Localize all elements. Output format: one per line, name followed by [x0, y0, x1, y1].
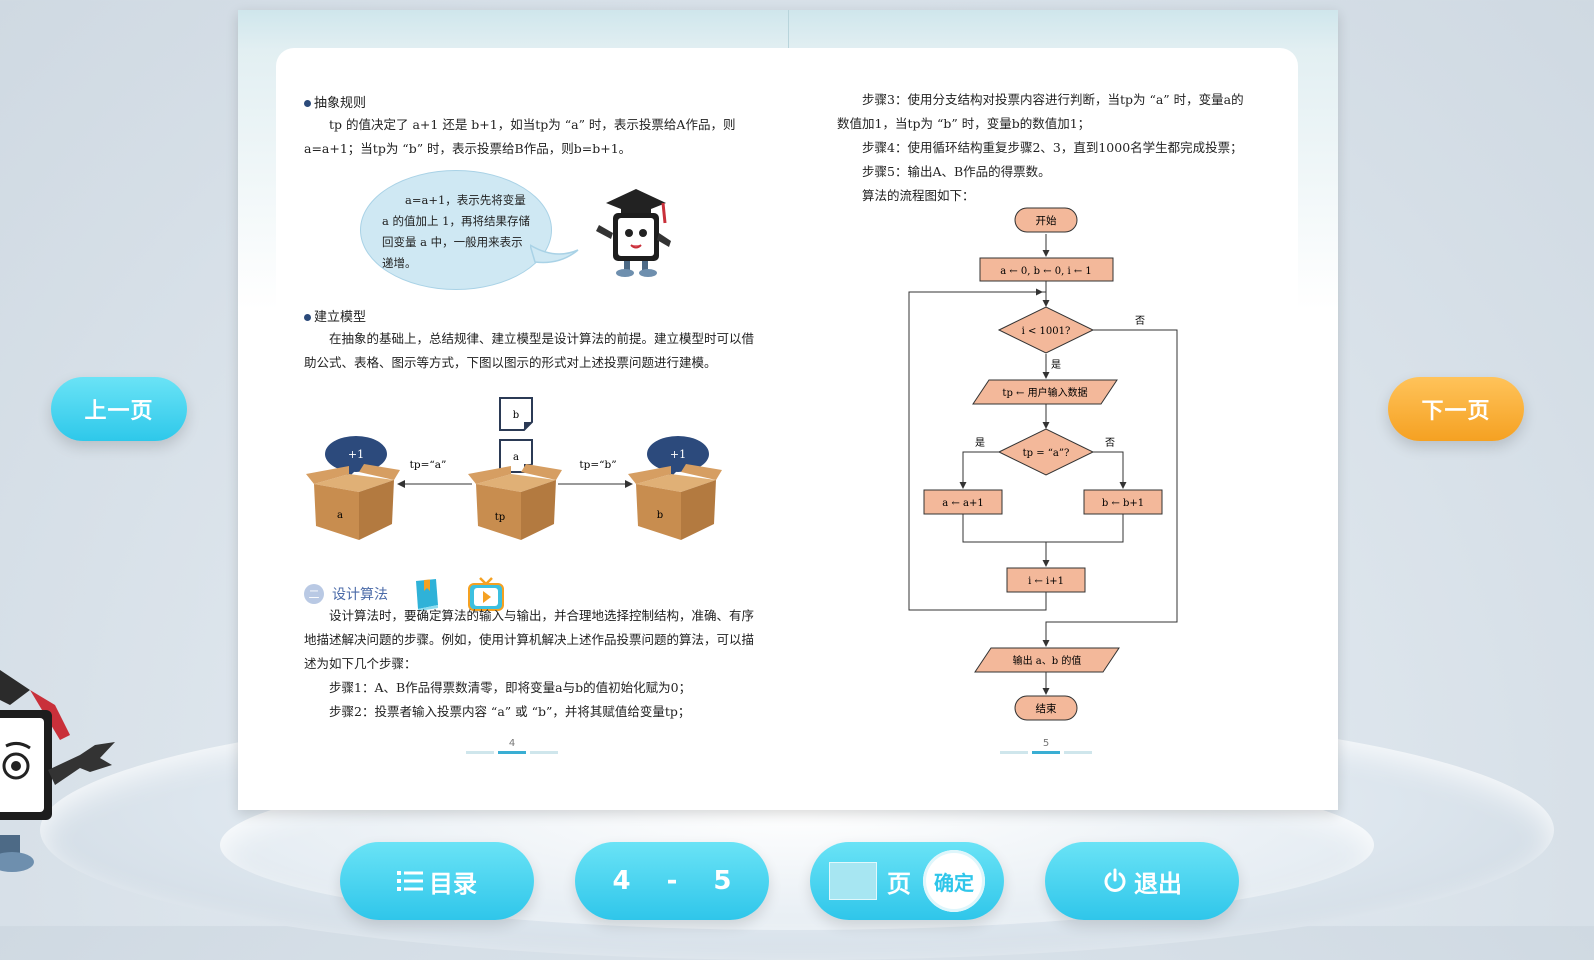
book-icon[interactable] — [410, 577, 444, 611]
step-1: 步骤1：A、B作品得票数清零，即将变量a与b的值初始化赋为0； — [329, 680, 692, 695]
section-design-algorithm: 二 设计算法 — [304, 576, 506, 612]
flow-start: 开始 — [1014, 207, 1078, 233]
svg-text:输出 a、b 的值: 输出 a、b 的值 — [1013, 654, 1082, 667]
box-tp-label: tp — [495, 512, 505, 523]
exit-button[interactable]: 退出 — [1045, 842, 1239, 920]
paragraph-abstract-rule: tp 的值决定了 a+1 还是 b+1，如当tp为 “a” 时，表示投票给A作品… — [304, 117, 736, 156]
paragraph-design-algorithm: 设计算法时，要确定算法的输入与输出，并合理地选择控制结构，准确、有序地描述解决问… — [304, 608, 755, 671]
flow-no-2: 否 — [1105, 437, 1115, 449]
section-title: 设计算法 — [332, 587, 388, 603]
box-b: +1 b — [628, 436, 722, 540]
flow-inc-b: b ← b+1 — [1083, 489, 1163, 515]
heading-build-model: 建立模型 — [304, 306, 754, 325]
svg-text:开始: 开始 — [1036, 214, 1058, 227]
range-separator: - — [666, 866, 678, 896]
toc-button[interactable]: 目录 — [340, 842, 534, 920]
paragraph-build-model: 在抽象的基础上，总结规律、建立模型是设计算法的前提。建立模型时可以借助公式、表格… — [304, 331, 755, 370]
svg-text:b ← b+1: b ← b+1 — [1102, 498, 1144, 509]
page-number-input[interactable] — [829, 862, 877, 900]
flow-inc-a: a ← a+1 — [923, 489, 1003, 515]
mascot-small-icon — [596, 189, 671, 277]
power-icon — [1104, 868, 1126, 892]
bullet-icon — [304, 100, 311, 107]
range-to: 5 — [713, 866, 732, 896]
toc-label: 目录 — [429, 869, 477, 898]
card-b: b — [499, 397, 533, 431]
svg-text:tp ← 用户输入数据: tp ← 用户输入数据 — [1002, 386, 1087, 399]
goto-page-control: 页 确定 — [810, 842, 1004, 920]
bullet-icon — [304, 314, 311, 321]
svg-text:i < 1001?: i < 1001? — [1022, 326, 1071, 337]
flow-input: tp ← 用户输入数据 — [972, 379, 1118, 405]
box-tp: tp — [468, 464, 562, 540]
algorithm-flowchart: 开始 a ← 0, b ← 0, i ← 1 i < 1001? 否 是 tp … — [908, 207, 1178, 721]
flow-no-1: 否 — [1135, 315, 1145, 327]
right-page: 步骤3：使用分支结构对投票内容进行判断，当tp为 “a” 时，变量a的数值加1，… — [787, 48, 1298, 808]
flow-condition-tp: tp = “a”? — [997, 428, 1095, 476]
box-a-label: a — [337, 510, 343, 521]
page-range-display: 4 - 5 — [575, 842, 769, 920]
range-from: 4 — [612, 866, 631, 896]
plus-right-label: +1 — [670, 448, 686, 461]
box-b-label: b — [657, 510, 663, 521]
left-page: 抽象规则 tp 的值决定了 a+1 还是 b+1，如当tp为 “a” 时，表示投… — [276, 48, 787, 808]
mascot-character — [0, 670, 115, 872]
arrow-right-label: tp=“b” — [579, 459, 616, 471]
flowchart-intro: 算法的流程图如下： — [862, 188, 975, 203]
list-icon — [397, 871, 423, 891]
section-number-badge: 二 — [304, 584, 324, 604]
box-a: +1 a — [306, 436, 400, 540]
confirm-button[interactable]: 确定 — [923, 850, 985, 912]
flow-yes-1: 是 — [1051, 359, 1061, 371]
right-page-number: 5 — [996, 738, 1096, 754]
flow-end: 结束 — [1014, 695, 1078, 721]
left-page-number-text: 4 — [508, 738, 516, 749]
step-3: 步骤3：使用分支结构对投票内容进行判断，当tp为 “a” 时，变量a的数值加1，… — [837, 92, 1244, 131]
svg-text:结束: 结束 — [1036, 702, 1058, 715]
card-b-label: b — [513, 410, 519, 421]
flow-yes-2: 是 — [975, 437, 985, 449]
svg-text:tp = “a”?: tp = “a”? — [1023, 448, 1070, 459]
speech-bubble: a=a+1，表示先将变量 a 的值加上 1，再将结果存储回变量 a 中，一般用来… — [360, 170, 579, 290]
step-4: 步骤4：使用循环结构重复步骤2、3，直到1000名学生都完成投票； — [862, 140, 1243, 155]
step-2: 步骤2：投票者输入投票内容 “a” 或 “b”，并将其赋值给变量tp； — [329, 704, 691, 719]
plus-left-label: +1 — [348, 448, 364, 461]
flow-inc-i: i ← i+1 — [1006, 567, 1086, 593]
card-a-label: a — [513, 452, 519, 463]
book-spread: 抽象规则 tp 的值决定了 a+1 还是 b+1，如当tp为 “a” 时，表示投… — [238, 10, 1338, 810]
svg-text:a ← a+1: a ← a+1 — [942, 498, 983, 509]
flow-output: 输出 a、b 的值 — [974, 647, 1120, 673]
video-icon[interactable] — [466, 576, 506, 612]
book-paper: 抽象规则 tp 的值决定了 a+1 还是 b+1，如当tp为 “a” 时，表示投… — [276, 48, 1298, 810]
step-5: 步骤5：输出A、B作品的得票数。 — [862, 164, 1051, 179]
voting-model-diagram: b a +1 a — [306, 397, 722, 540]
speech-bubble-cloud — [360, 170, 552, 290]
left-page-number: 4 — [462, 738, 562, 754]
heading-abstract-rule: 抽象规则 — [304, 92, 754, 111]
speech-bubble-text: a=a+1，表示先将变量 a 的值加上 1，再将结果存储回变量 a 中，一般用来… — [382, 193, 530, 270]
flow-init: a ← 0, b ← 0, i ← 1 — [979, 257, 1114, 282]
svg-text:i ← i+1: i ← i+1 — [1028, 576, 1064, 587]
arrow-left-label: tp=“a” — [410, 459, 447, 471]
next-page-button[interactable]: 下一页 — [1388, 377, 1524, 441]
svg-text:a ← 0, b ← 0, i ← 1: a ← 0, b ← 0, i ← 1 — [1000, 266, 1092, 277]
page-label: 页 — [887, 869, 911, 898]
prev-page-button[interactable]: 上一页 — [51, 377, 187, 441]
right-page-number-text: 5 — [1042, 738, 1050, 749]
exit-label: 退出 — [1134, 869, 1182, 898]
flow-condition-i: i < 1001? — [997, 306, 1095, 354]
book-spine — [788, 10, 789, 50]
